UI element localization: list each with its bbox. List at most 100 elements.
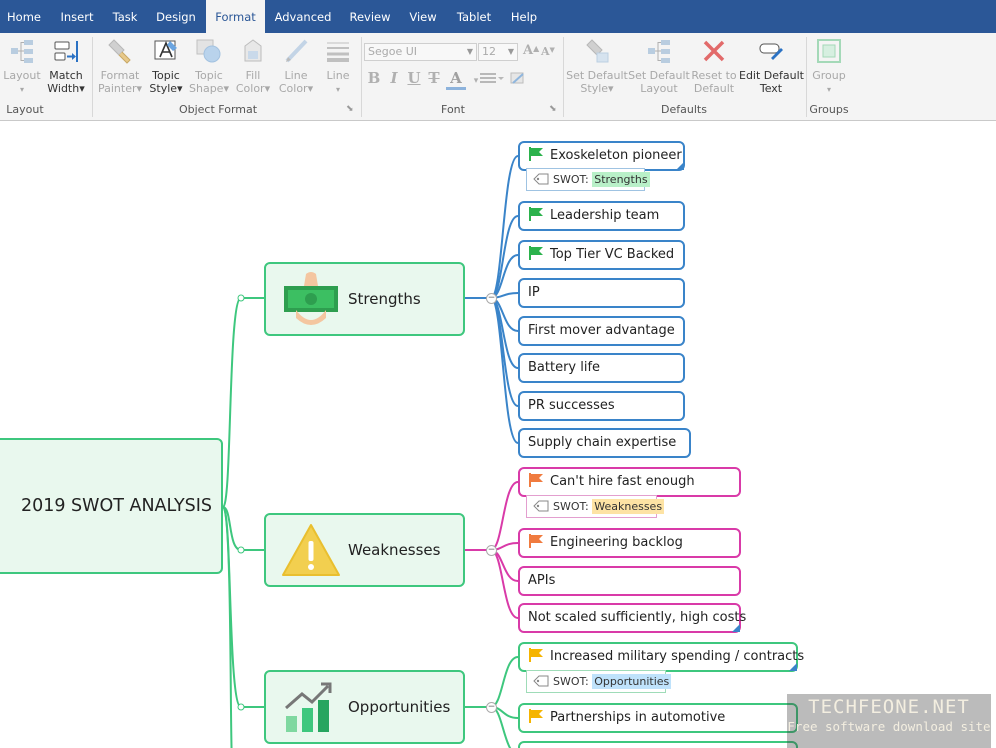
- close-icon: [703, 40, 725, 62]
- topic-style-button[interactable]: Topic Style▾: [147, 37, 185, 95]
- topic-strengths[interactable]: Strengths: [264, 262, 465, 336]
- branch-node-dot: [237, 294, 245, 302]
- group-button[interactable]: Group▾: [809, 37, 849, 96]
- subtopic-label: Increased military spending / contracts: [550, 649, 805, 664]
- subtopic-cant-hire[interactable]: Can't hire fast enough: [518, 467, 741, 497]
- branch-strength-8-line: [490, 297, 519, 444]
- group-label-object-format: Object Format: [178, 103, 258, 116]
- tag-prefix: SWOT:: [553, 500, 589, 513]
- tag-icon: [533, 173, 549, 185]
- align-icon[interactable]: [478, 71, 504, 87]
- subtopic-label: Top Tier VC Backed: [550, 247, 675, 262]
- topic-weaknesses-label: Weaknesses: [348, 541, 441, 559]
- subtopic-supply-chain[interactable]: Supply chain expertise: [518, 428, 691, 458]
- tab-home[interactable]: Home: [7, 10, 41, 24]
- watermark: TECHFEONE.NET Free software download sit…: [787, 694, 991, 748]
- tab-advanced[interactable]: Advanced: [274, 10, 332, 24]
- reset-to-default-button[interactable]: Reset to Default: [690, 37, 738, 95]
- subtopic-military-spending[interactable]: Increased military spending / contracts: [518, 642, 804, 672]
- topic-style-icon: [154, 40, 177, 60]
- collapse-strengths-toggle[interactable]: −: [486, 293, 497, 304]
- topic-opportunities[interactable]: Opportunities: [264, 670, 465, 744]
- chevron-down-icon: ▼: [507, 47, 514, 56]
- collapse-weaknesses-toggle[interactable]: −: [486, 545, 497, 556]
- watermark-subtitle: Free software download site: [787, 719, 991, 734]
- topic-shape-button[interactable]: Topic Shape▾: [189, 37, 229, 95]
- group-separator: [806, 37, 807, 117]
- edit-default-text-label-1: Edit Default: [739, 69, 804, 82]
- line-button[interactable]: Line▾: [320, 37, 356, 96]
- tab-help[interactable]: Help: [510, 10, 538, 24]
- subtopic-not-scaled[interactable]: Not scaled sufficiently, high costs: [518, 603, 746, 633]
- tab-format[interactable]: Format: [206, 0, 265, 33]
- tab-design[interactable]: Design: [156, 10, 196, 24]
- group-label-groups: Groups: [809, 103, 849, 116]
- group-label: Group: [812, 69, 846, 82]
- green-flag-icon: [529, 246, 543, 260]
- mindmap-canvas[interactable]: − − − 2019 SWOT ANALYSIS Strengths: [0, 121, 996, 748]
- underline-button[interactable]: U: [407, 69, 421, 87]
- subtopic-exoskeleton-pioneer[interactable]: Exoskeleton pioneer: [518, 141, 685, 171]
- grow-font-button[interactable]: A▲: [523, 43, 539, 58]
- clear-format-icon[interactable]: [508, 70, 528, 88]
- format-painter-button[interactable]: Format Painter▾: [97, 37, 143, 95]
- italic-button[interactable]: I: [390, 69, 398, 87]
- orange-flag-icon: [529, 473, 543, 487]
- font-color-dropdown-icon[interactable]: ▾: [473, 76, 479, 86]
- chevron-down-icon: ▼: [466, 47, 473, 56]
- set-default-layout-button[interactable]: Set Default Layout: [628, 37, 690, 95]
- subtopic-label: APIs: [528, 573, 556, 588]
- subtopic-first-mover[interactable]: First mover advantage: [518, 316, 685, 346]
- watermark-title: TECHFEONE.NET: [808, 696, 970, 718]
- orange-flag-icon: [529, 534, 543, 548]
- tag-value: Strengths: [592, 172, 650, 187]
- group-separator: [563, 37, 564, 117]
- subtopic-pr-successes[interactable]: PR successes: [518, 391, 685, 421]
- tab-view[interactable]: View: [409, 10, 437, 24]
- font-color-button[interactable]: A: [446, 69, 466, 90]
- subtopic-ip[interactable]: IP: [518, 278, 685, 308]
- warning-icon: [282, 524, 340, 576]
- subtopic-partial[interactable]: [518, 741, 798, 748]
- subtopic-top-tier-vc[interactable]: Top Tier VC Backed: [518, 240, 685, 270]
- font-size-value: 12: [482, 45, 496, 58]
- branch-weakness-1-line: [465, 481, 519, 551]
- fill-color-button[interactable]: Fill Color▾: [233, 37, 273, 95]
- subtopic-automotive-partnerships[interactable]: Partnerships in automotive: [518, 703, 798, 733]
- central-topic-label: 2019 SWOT ANALYSIS: [20, 496, 213, 516]
- subtopic-battery-life[interactable]: Battery life: [518, 353, 685, 383]
- tab-task[interactable]: Task: [112, 10, 138, 24]
- match-width-label-1: Match: [49, 69, 83, 82]
- edit-default-text-button[interactable]: Edit Default Text: [739, 37, 804, 95]
- subtopic-apis[interactable]: APIs: [518, 566, 741, 596]
- font-size-select[interactable]: 12 ▼: [478, 43, 518, 61]
- group-icon: [817, 39, 841, 63]
- font-launcher-icon[interactable]: ⬊: [549, 104, 557, 114]
- object-format-launcher-icon[interactable]: ⬊: [346, 104, 354, 114]
- tag-swot-strengths[interactable]: SWOT: Strengths: [526, 168, 650, 191]
- subtopic-leadership-team[interactable]: Leadership team: [518, 201, 685, 231]
- tab-review[interactable]: Review: [349, 10, 391, 24]
- subtopic-engineering-backlog[interactable]: Engineering backlog: [518, 528, 741, 558]
- match-width-button[interactable]: Match Width▾: [45, 37, 87, 95]
- tab-insert[interactable]: Insert: [60, 10, 94, 24]
- bold-button[interactable]: B: [367, 69, 381, 87]
- topic-weaknesses[interactable]: Weaknesses: [264, 513, 465, 587]
- set-default-style-button[interactable]: Set Default Style▾: [566, 37, 628, 95]
- tab-tablet[interactable]: Tablet: [456, 10, 492, 24]
- topic-shape-icon: [196, 39, 221, 63]
- strikethrough-button[interactable]: T: [428, 69, 440, 87]
- line-color-button[interactable]: Line Color▾: [276, 37, 316, 95]
- central-topic[interactable]: 2019 SWOT ANALYSIS: [0, 438, 223, 574]
- shrink-font-icon: ▼: [549, 45, 555, 54]
- match-width-label-2: Width: [47, 82, 80, 95]
- font-family-select[interactable]: Segoe UI▼: [364, 43, 477, 61]
- menu-bar: Home Insert Task Design Format Advanced …: [0, 0, 996, 33]
- collapse-opportunities-toggle[interactable]: −: [486, 702, 497, 713]
- format-painter-label-2: Painter: [97, 82, 137, 95]
- reset-default-label-2: Default: [693, 82, 735, 95]
- layout-button[interactable]: Layout▾: [3, 37, 41, 96]
- tag-swot-opportunities[interactable]: SWOT: Opportunities: [526, 670, 672, 693]
- tag-swot-weaknesses[interactable]: SWOT: Weaknesses: [526, 495, 665, 518]
- shrink-font-button[interactable]: A▼: [541, 45, 555, 58]
